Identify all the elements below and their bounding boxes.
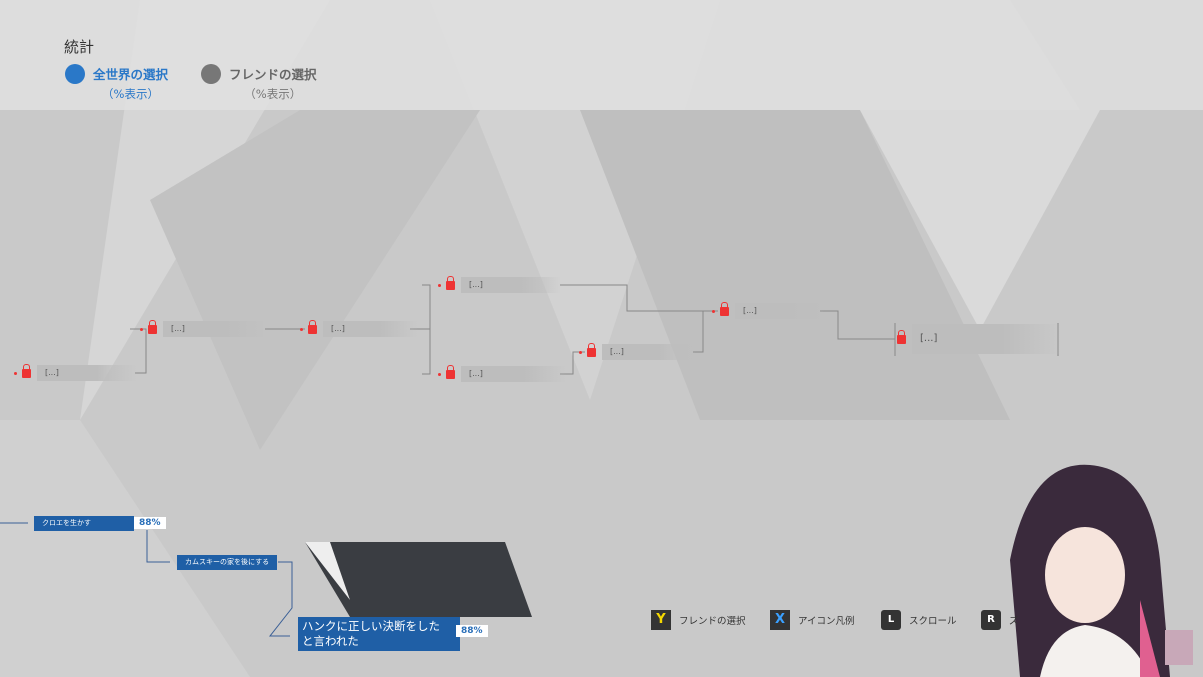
node-label: [...] (461, 366, 566, 382)
node-label: [...] (602, 344, 697, 360)
global-sub: （%表示） (102, 87, 159, 101)
lock-icon (587, 342, 596, 357)
globe-icon (65, 64, 85, 84)
global-choices-toggle[interactable]: 全世界の選択 （%表示） (65, 64, 168, 102)
lock-icon (897, 329, 906, 344)
node-label: [...] (912, 324, 1062, 354)
x-button-icon: X (770, 610, 790, 630)
node-label: [...] (37, 365, 137, 381)
hint-label: アイコン凡例 (798, 616, 855, 627)
percent-badge: 88% (456, 625, 488, 637)
locked-node[interactable]: [...] (438, 364, 566, 382)
hint-friends[interactable]: Y フレンドの選択 (651, 610, 746, 630)
lock-icon (308, 319, 317, 334)
hint-label: フレンドの選択 (679, 616, 746, 627)
global-label: 全世界の選択 (93, 67, 169, 82)
header: 統計 全世界の選択 （%表示） フレンドの選択 （%表示） (0, 0, 1203, 110)
right-stick-icon: R (981, 610, 1001, 630)
hint-label: ズ (1009, 616, 1019, 627)
hint-label: スクロール (909, 616, 957, 627)
hint-scroll[interactable]: L スクロール (881, 610, 957, 630)
lock-icon (22, 363, 31, 378)
locked-node[interactable]: [...] (140, 319, 268, 337)
locked-ending-node[interactable]: [...] (897, 324, 1062, 354)
page-title: 統計 (64, 38, 95, 56)
choice-line-1: ハンクに正しい決断をした (302, 619, 440, 633)
lock-icon (720, 301, 729, 316)
node-label: [...] (461, 277, 561, 293)
scene-thumbnail (305, 542, 532, 617)
lock-icon (148, 319, 157, 334)
friends-icon (201, 64, 221, 84)
left-stick-icon: L (881, 610, 901, 630)
percent-badge: 88% (134, 517, 166, 529)
locked-node[interactable]: [...] (712, 301, 825, 319)
lock-icon (446, 275, 455, 290)
choice-line-2: と言われた (302, 634, 359, 648)
choice-node-leave-kamski[interactable]: カムスキーの家を後にする (177, 555, 277, 570)
locked-node[interactable]: [...] (14, 363, 137, 381)
locked-node[interactable]: [...] (579, 342, 697, 360)
choice-node-save-chloe[interactable]: クロエを生かす (34, 516, 134, 531)
friends-sub: （%表示） (244, 87, 302, 101)
node-label: [...] (323, 321, 418, 337)
y-button-icon: Y (651, 610, 671, 630)
locked-node[interactable]: [...] (300, 319, 418, 337)
hint-legend[interactable]: X アイコン凡例 (770, 610, 855, 630)
node-label: [...] (163, 321, 268, 337)
choice-node-hank-right-decision[interactable]: ハンクに正しい決断をしたと言われた (298, 617, 460, 651)
node-label: [...] (735, 303, 825, 319)
locked-node[interactable]: [...] (438, 275, 561, 293)
vtuber-avatar (1010, 464, 1193, 677)
lock-icon (446, 364, 455, 379)
friends-label: フレンドの選択 (229, 67, 317, 82)
friends-choices-toggle[interactable]: フレンドの選択 （%表示） (201, 64, 317, 102)
